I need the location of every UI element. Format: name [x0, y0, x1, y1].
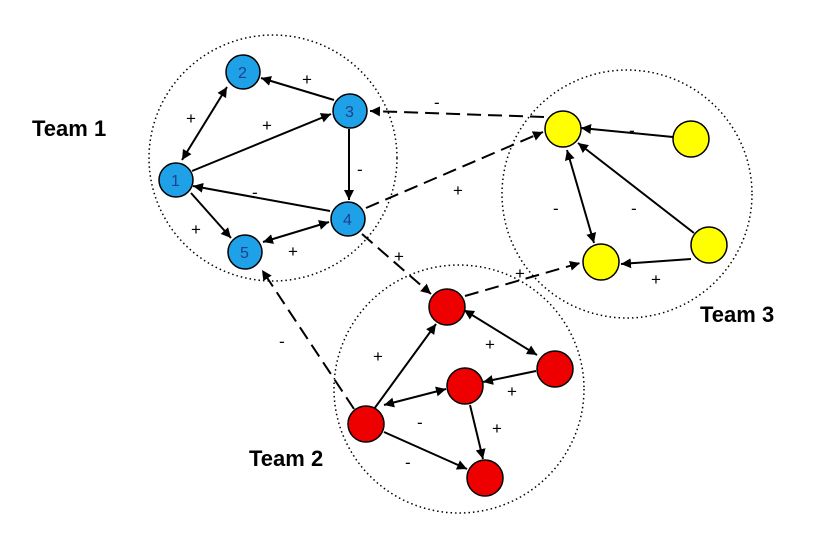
edge-t1-4-to-t3a — [365, 131, 544, 209]
edge-t3d-to-t3a — [577, 142, 695, 234]
edge-t2d-to-t2e — [383, 431, 468, 470]
team1-node-3: 3 — [332, 93, 368, 129]
edge-sign: - — [553, 199, 559, 218]
team2-node-b — [536, 350, 574, 388]
edge-sign: + — [507, 382, 517, 401]
team3-boundary — [501, 69, 753, 319]
edge-t2d-to-t1-5 — [261, 269, 355, 410]
team1-node-4: 4 — [330, 201, 366, 237]
edge-sign: + — [373, 347, 383, 366]
edge-t3d-to-t3c — [620, 258, 692, 269]
edge-sign: + — [186, 109, 196, 128]
edge-sign: - — [279, 332, 285, 351]
edge-t2c-to-t2d — [383, 386, 447, 408]
edge-t2a-to-t2b — [463, 309, 538, 356]
edge-sign: - — [629, 121, 635, 140]
edge-sign: - — [405, 453, 411, 472]
team2-node-e — [466, 459, 504, 497]
team1-node-1: 1 — [158, 162, 194, 198]
node-label: 1 — [171, 173, 180, 190]
edge-t1-4-to-1 — [192, 182, 331, 212]
edge-t2b-to-t2c — [482, 370, 537, 385]
edge-sign: + — [515, 264, 525, 283]
edge-sign: + — [302, 70, 312, 89]
edge-t1-1-to-2 — [181, 86, 228, 161]
edge-t3a-to-t1-3 — [369, 106, 545, 118]
edge-sign: - — [417, 413, 423, 432]
edge-sign: + — [651, 270, 661, 289]
team1-node-5: 5 — [227, 234, 263, 270]
edge-t2c-to-t2e — [469, 404, 486, 460]
edge-sign: + — [453, 181, 463, 200]
edge-sign: - — [357, 160, 363, 179]
team2-label: Team 2 — [249, 446, 323, 471]
team2-node-a — [428, 288, 466, 326]
team1-boundary — [148, 34, 398, 282]
node-label: 4 — [343, 212, 352, 229]
edge-t1-4-to-t2a — [361, 233, 432, 295]
edge-sign: - — [252, 183, 258, 202]
edge-sign: + — [492, 419, 502, 438]
edge-t1-3-to-2 — [260, 76, 335, 101]
team1-node-2: 2 — [225, 54, 261, 90]
team3-node-a — [544, 110, 582, 148]
edge-sign: + — [288, 242, 298, 261]
edge-t2d-to-t2a — [373, 323, 437, 410]
edge-sign: + — [262, 116, 272, 135]
node-label: 5 — [240, 245, 249, 262]
edge-t1-1-to-3 — [191, 113, 332, 172]
team1-label: Team 1 — [32, 116, 106, 141]
team3-label: Team 3 — [700, 302, 774, 327]
edge-t3b-to-t3a — [580, 123, 674, 138]
team3-node-d — [690, 226, 728, 264]
team3-node-c — [582, 243, 620, 281]
edge-sign: + — [485, 335, 495, 354]
team2-node-c — [446, 367, 484, 405]
team2-boundary — [333, 264, 585, 514]
edge-t1-1-to-5 — [190, 192, 232, 239]
node-label: 2 — [238, 65, 247, 82]
edge-sign: + — [191, 220, 201, 239]
edge-sign: + — [394, 247, 404, 266]
edge-sign: - — [434, 93, 440, 112]
edge-t1-4-to-5 — [262, 220, 330, 244]
edge-sign: - — [631, 199, 637, 218]
edge-t3a-to-t3c — [564, 149, 597, 244]
node-label: 3 — [345, 104, 354, 121]
team3-node-b — [672, 120, 710, 158]
team2-node-d — [347, 405, 385, 443]
